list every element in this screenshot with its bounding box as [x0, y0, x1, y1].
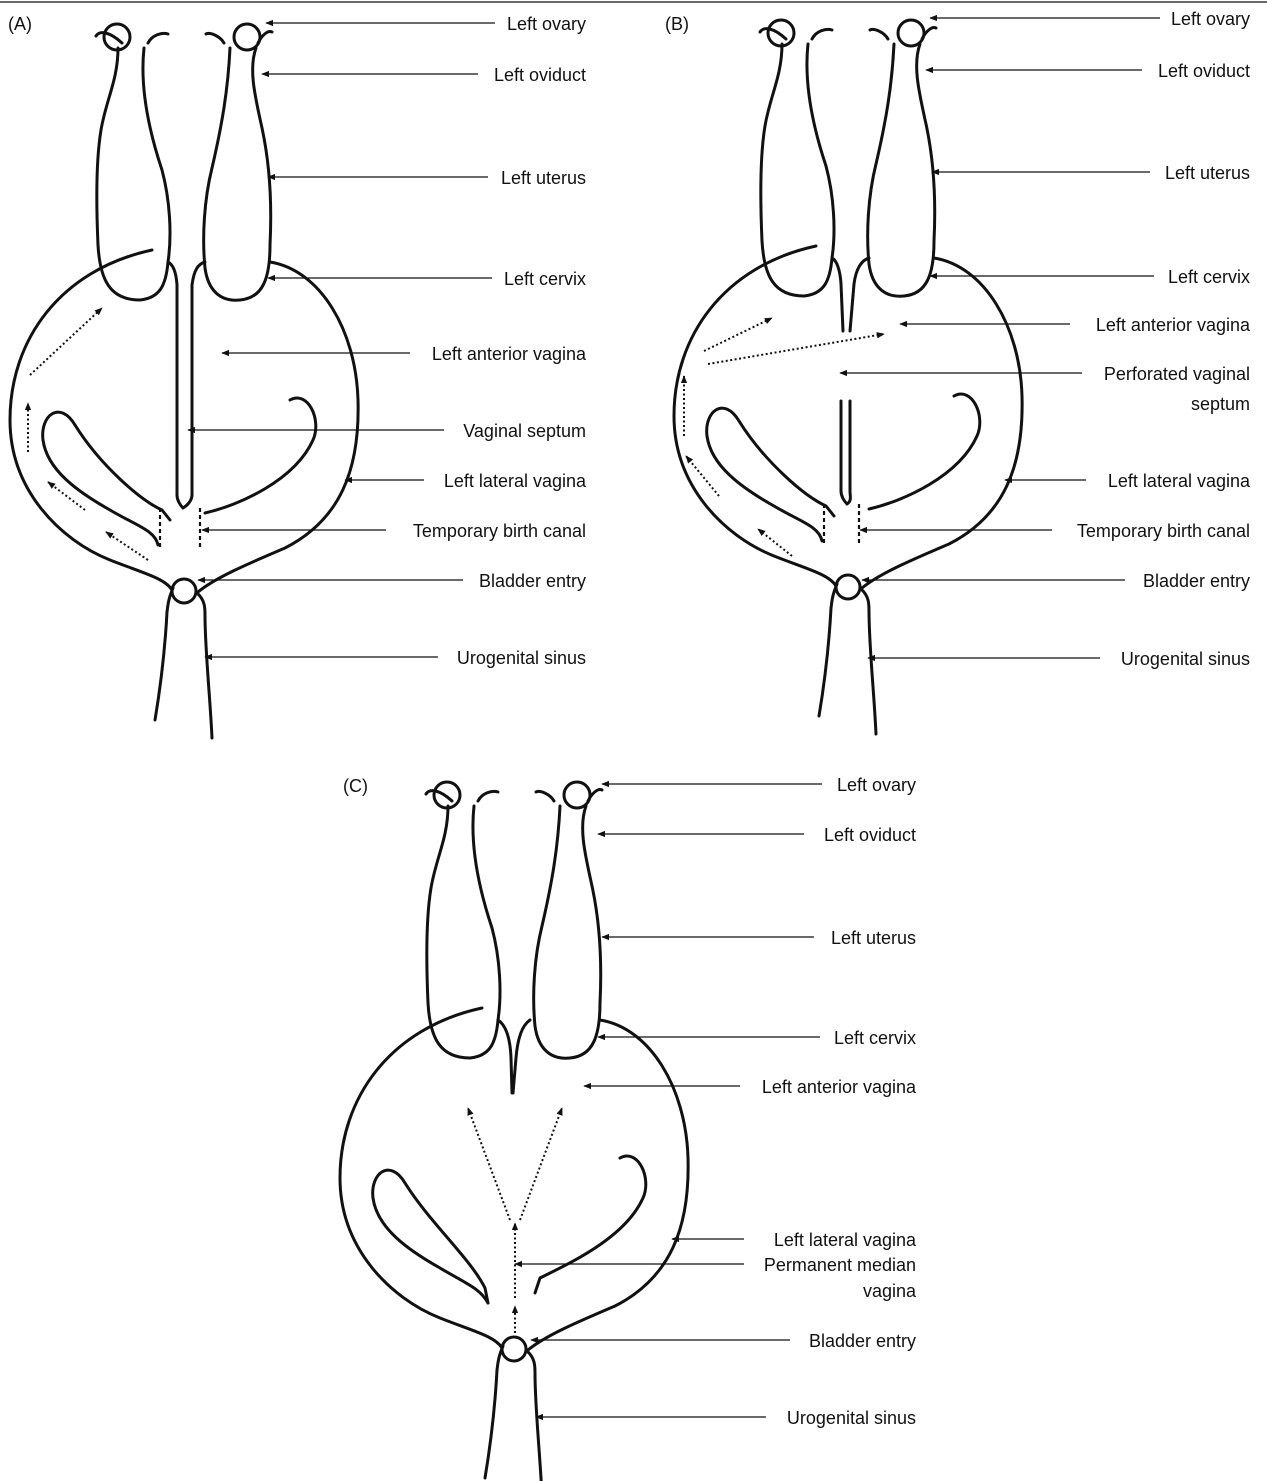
- label: Left uterus: [1165, 163, 1250, 183]
- panel-b-migration-arrows: [684, 318, 884, 556]
- label: Urogenital sinus: [1121, 649, 1250, 669]
- panel-a-letter: (A): [8, 14, 32, 34]
- panel-a-leaders: [188, 23, 495, 657]
- label: Temporary birth canal: [413, 521, 586, 541]
- label: Left uterus: [831, 928, 916, 948]
- label: Left anterior vagina: [762, 1077, 917, 1097]
- label: Permanent median: [764, 1255, 916, 1275]
- panel-c-left-ovary: [564, 782, 590, 808]
- label: septum: [1191, 394, 1250, 414]
- panel-a-left-uterus: [204, 32, 272, 301]
- panel-c-septum-stub: [498, 1020, 530, 1093]
- label: Left cervix: [504, 269, 586, 289]
- panel-a-septum: [168, 262, 205, 508]
- panel-c-lateral-loops: [373, 1156, 646, 1303]
- panel-c-labels: Left ovary Left oviduct Left uterus Left…: [762, 775, 917, 1428]
- label: Left oviduct: [494, 65, 586, 85]
- panel-b-vaginal-body-outline: [674, 246, 1022, 588]
- panel-b-left-ovary: [898, 20, 924, 46]
- panel-c-vaginal-body-outline: [340, 1008, 688, 1350]
- label: Bladder entry: [809, 1331, 916, 1351]
- panel-c-bladder-entry: [502, 1337, 526, 1361]
- panel-a-right-uterus: [96, 33, 170, 300]
- panel-c-letter: (C): [343, 776, 368, 796]
- label: Left cervix: [1168, 267, 1250, 287]
- label: Left lateral vagina: [444, 471, 587, 491]
- panel-b-septum-lower: [841, 401, 850, 504]
- panel-c-leaders: [515, 784, 822, 1417]
- panel-b: (B): [665, 9, 1251, 734]
- panel-a-labels: Left ovary Left oviduct Left uterus Left…: [413, 14, 587, 668]
- label: Bladder entry: [1143, 571, 1250, 591]
- panel-a-vaginal-body-outline: [10, 250, 358, 592]
- label: Left ovary: [1171, 9, 1250, 29]
- panel-a-urogenital-sinus: [155, 588, 212, 738]
- panel-b-anatomy: [674, 20, 1022, 734]
- panel-a-anatomy: [10, 24, 358, 738]
- panel-a: (A): [8, 14, 587, 738]
- panel-a-left-ovary: [234, 24, 260, 50]
- label: Left ovary: [507, 14, 586, 34]
- label: Urogenital sinus: [457, 648, 586, 668]
- panel-c-left-uterus: [534, 790, 602, 1059]
- label: vagina: [863, 1281, 917, 1301]
- label: Perforated vaginal: [1104, 364, 1250, 384]
- panel-b-letter: (B): [665, 14, 689, 34]
- label: Left cervix: [834, 1028, 916, 1048]
- label: Left lateral vagina: [1108, 471, 1251, 491]
- panel-c-right-uterus: [426, 791, 500, 1058]
- panel-b-labels: Left ovary Left oviduct Left uterus Left…: [1077, 9, 1251, 669]
- label: Left ovary: [837, 775, 916, 795]
- label: Left lateral vagina: [774, 1230, 917, 1250]
- label: Left oviduct: [824, 825, 916, 845]
- panel-b-leaders: [840, 18, 1160, 658]
- panel-b-bladder-entry: [836, 575, 860, 599]
- label: Bladder entry: [479, 571, 586, 591]
- panel-c-anatomy: [340, 782, 688, 1481]
- panel-b-right-uterus: [760, 29, 834, 296]
- label: Temporary birth canal: [1077, 521, 1250, 541]
- label: Left uterus: [501, 168, 586, 188]
- label: Vaginal septum: [463, 421, 586, 441]
- panel-b-urogenital-sinus: [819, 584, 876, 734]
- label: Left anterior vagina: [432, 344, 587, 364]
- label: Left anterior vagina: [1096, 315, 1251, 335]
- panel-c: (C): [340, 775, 917, 1481]
- label: Left oviduct: [1158, 61, 1250, 81]
- panel-b-septum-upper: [832, 258, 869, 331]
- panel-c-migration-arrows: [468, 1108, 562, 1333]
- panel-c-urogenital-sinus: [485, 1346, 542, 1481]
- panel-b-left-uterus: [868, 28, 936, 297]
- panel-a-bladder-entry: [172, 579, 196, 603]
- label: Urogenital sinus: [787, 1408, 916, 1428]
